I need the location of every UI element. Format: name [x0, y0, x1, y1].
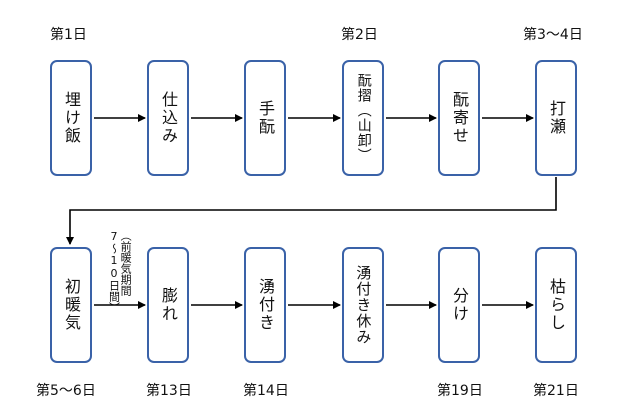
step-motozuri: 酛摺（山卸） [342, 60, 384, 176]
step-hatsudaki: 初暖気 [50, 247, 92, 363]
pre-warming-period-note: （前暖気期間 7～10日間） [107, 230, 133, 380]
step-label: 酛寄せ [450, 91, 469, 145]
step-label: 手酛 [256, 100, 275, 136]
step-shikomi: 仕込み [147, 60, 189, 176]
step-motoyose: 酛寄せ [438, 60, 480, 176]
arrow-row-connector [66, 177, 557, 245]
step-wake: 分け [438, 247, 480, 363]
step-karashi: 枯らし [535, 247, 577, 363]
day-label-2: 第2日 [341, 27, 378, 43]
step-label: 打瀬 [547, 100, 566, 136]
day-label-3-4: 第3～4日 [523, 27, 583, 43]
step-label: 湧付き休み [354, 265, 373, 345]
step-label: 膨れ [159, 287, 178, 323]
step-label: 分け [450, 287, 469, 323]
step-wakitsuki: 湧付き [244, 247, 286, 363]
step-label: 初暖気 [62, 278, 81, 332]
step-temoto: 手酛 [244, 60, 286, 176]
day-label-1: 第1日 [50, 27, 87, 43]
step-wakitsuki-yasumi: 湧付き休み [342, 247, 384, 363]
step-label: 枯らし [547, 278, 566, 332]
step-label: 湧付き [256, 278, 275, 332]
step-label: 仕込み [159, 91, 178, 145]
note-line-2: 7～10日間） [107, 230, 121, 313]
step-label: 酛摺（山卸） [355, 73, 372, 163]
step-fukure: 膨れ [147, 247, 189, 363]
step-label: 埋け飯 [62, 91, 81, 145]
note-line-1: （前暖気期間 [119, 230, 133, 296]
day-label-19: 第19日 [437, 383, 483, 399]
day-label-14: 第14日 [243, 383, 289, 399]
day-label-13: 第13日 [146, 383, 192, 399]
day-label-21: 第21日 [533, 383, 579, 399]
step-umeii: 埋け飯 [50, 60, 92, 176]
day-label-5-6: 第5～6日 [36, 383, 96, 399]
step-utase: 打瀬 [535, 60, 577, 176]
